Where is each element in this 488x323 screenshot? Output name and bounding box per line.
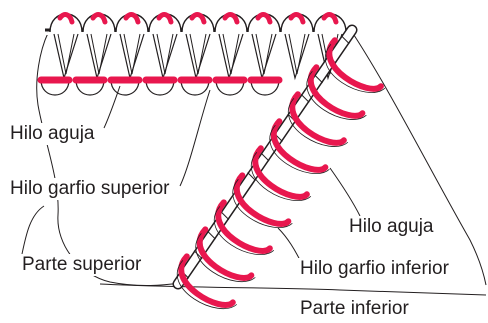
upper-part-edge: [37, 33, 180, 286]
thread-leg: [54, 34, 78, 78]
thread-leg: [252, 34, 276, 78]
thread-leg: [153, 34, 177, 78]
thread-leg: [87, 34, 111, 78]
thread-leg: [219, 34, 243, 78]
label-upper-part: Parte superior: [20, 254, 143, 276]
leader-lines: [22, 86, 360, 264]
leader-needle-thread-top: [104, 86, 120, 128]
label-lower-looper-thread: Hilo garfio inferior: [298, 258, 451, 280]
thread-leg: [285, 34, 309, 78]
thread-leg: [120, 34, 144, 78]
fold-edge: [352, 32, 486, 285]
leader-upper-part: [22, 206, 44, 254]
lower-part-edge: [100, 284, 486, 295]
label-lower-part: Parte inferior: [298, 298, 411, 320]
label-needle-thread-right: Hilo aguja: [347, 216, 436, 238]
label-needle-thread-top: Hilo aguja: [8, 123, 97, 145]
label-upper-looper-thread: Hilo garfio superior: [8, 178, 171, 200]
leader-upper-looper-thread: [180, 90, 210, 186]
thread-leg: [186, 34, 210, 78]
leader-needle-thread-right: [330, 168, 360, 216]
